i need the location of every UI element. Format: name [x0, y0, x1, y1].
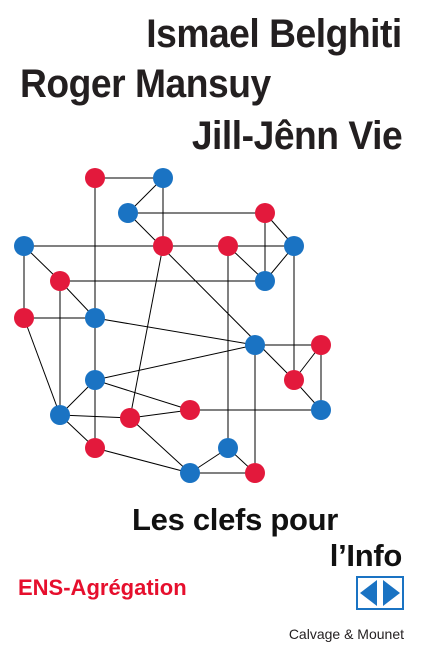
graph-node-red [180, 400, 200, 420]
graph-edge [94, 344, 256, 381]
author-3: Jill-Jênn Vie [191, 114, 403, 158]
graph-edge [129, 409, 191, 419]
graph-edge [59, 414, 131, 419]
graph-illustration [14, 168, 331, 483]
graph-edge [23, 317, 61, 416]
graph-node-red [218, 236, 238, 256]
graph-node-red [120, 408, 140, 428]
graph-edge [94, 317, 256, 346]
title-line-2: l’Info [329, 538, 403, 573]
graph-node-red [245, 463, 265, 483]
graph-node-blue [85, 370, 105, 390]
graph-node-blue [14, 236, 34, 256]
graph-node-red [311, 335, 331, 355]
graph-node-blue [311, 400, 331, 420]
graph-node-blue [245, 335, 265, 355]
graph-node-red [85, 168, 105, 188]
double-arrow-diamond-logo-icon [356, 576, 404, 610]
graph-edge [129, 245, 164, 419]
graph-node-red [153, 236, 173, 256]
graph-node-blue [218, 438, 238, 458]
graph-node-blue [153, 168, 173, 188]
graph-node-red [85, 438, 105, 458]
graph-node-blue [284, 236, 304, 256]
graph-node-red [284, 370, 304, 390]
author-1: Ismael Belghiti [146, 12, 402, 56]
title-line-1: Les clefs pour [132, 502, 338, 537]
publisher-name: Calvage & Mounet [288, 626, 404, 642]
graph-edge [94, 379, 191, 411]
graph-node-red [14, 308, 34, 328]
graph-node-blue [180, 463, 200, 483]
graph-node-blue [255, 271, 275, 291]
graph-node-blue [50, 405, 70, 425]
author-2: Roger Mansuy [20, 62, 271, 106]
graph-node-blue [85, 308, 105, 328]
graph-node-red [50, 271, 70, 291]
subtitle: ENS-Agrégation [18, 575, 187, 600]
graph-node-red [255, 203, 275, 223]
graph-node-blue [118, 203, 138, 223]
graph-edge [129, 417, 191, 474]
graph-edge [94, 447, 191, 474]
